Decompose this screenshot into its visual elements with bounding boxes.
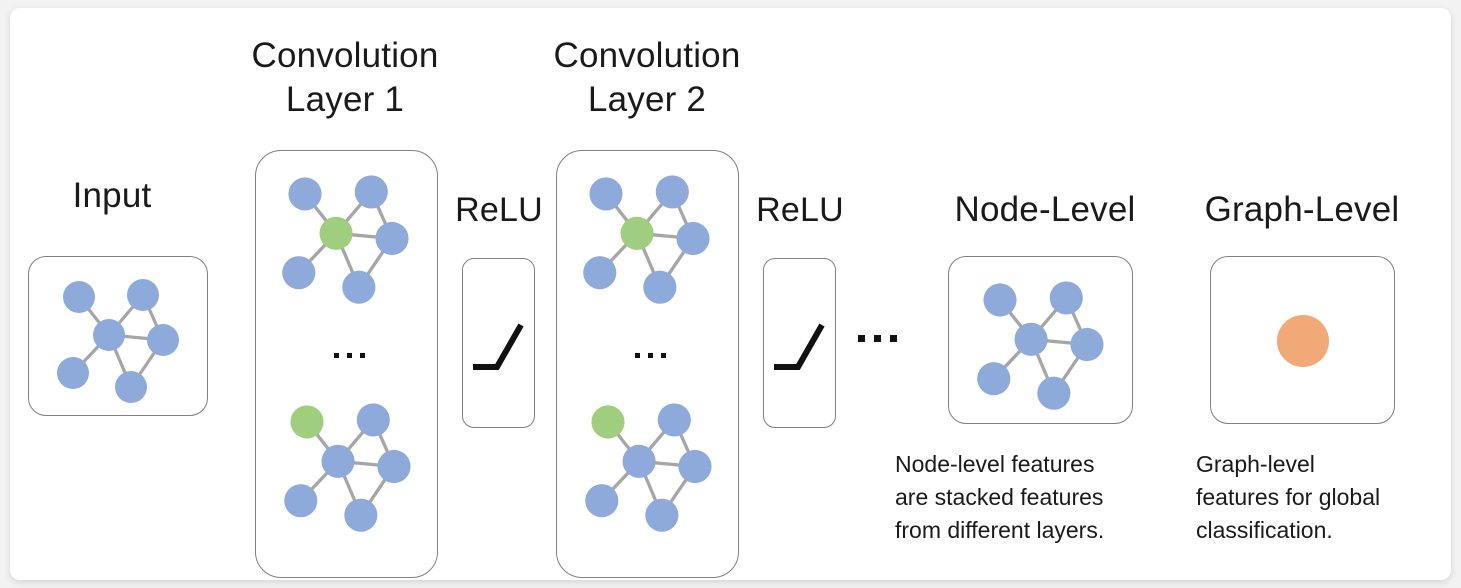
input-graph-panel[interactable] (28, 256, 208, 416)
node-level-graph (977, 281, 1104, 410)
graph-level-heading: Graph-Level (1204, 190, 1400, 229)
highlighted-node (620, 216, 654, 250)
relu-activation-panel-2[interactable] (763, 258, 836, 428)
relu-curve-1 (473, 323, 524, 370)
conv2-graph-bottom (585, 403, 712, 532)
conv2-graph-top (583, 175, 710, 304)
conv2-inner-ellipsis (635, 353, 666, 358)
node-level-graph-panel[interactable] (948, 256, 1133, 424)
conv1-inner-ellipsis (334, 353, 365, 358)
graph-level-node (1277, 315, 1329, 367)
node-level-heading: Node-Level (954, 190, 1136, 229)
highlighted-node (290, 405, 324, 439)
highlighted-node (591, 405, 625, 439)
input-heading: Input (72, 176, 152, 215)
graph-level-caption: Graph-level features for global classifi… (1196, 451, 1381, 543)
relu-activation-panel-1[interactable] (462, 258, 535, 428)
input-graph (57, 279, 179, 403)
graph-embedding-token (1277, 315, 1329, 367)
convolution-layer-1-panel[interactable] (255, 150, 438, 578)
convolution-layer-2-panel[interactable] (556, 150, 739, 578)
pipeline-ellipsis (858, 335, 897, 342)
convolution-layer-2-heading: Convolution Layer 2 (553, 36, 741, 119)
relu-heading-2: ReLU (756, 191, 844, 229)
convolution-layer-1-heading: Convolution Layer 1 (251, 36, 439, 119)
diagram-canvas: Input Convolution Layer 1 (10, 8, 1451, 580)
relu-heading-1: ReLU (455, 191, 543, 229)
conv1-graph-bottom (284, 403, 411, 532)
conv1-graph-top (282, 175, 409, 304)
node-level-caption: Node-level features are stacked features… (895, 451, 1105, 543)
highlighted-node (319, 216, 353, 250)
graph-level-embedding-panel[interactable] (1210, 256, 1395, 424)
relu-curve-2 (774, 323, 825, 370)
